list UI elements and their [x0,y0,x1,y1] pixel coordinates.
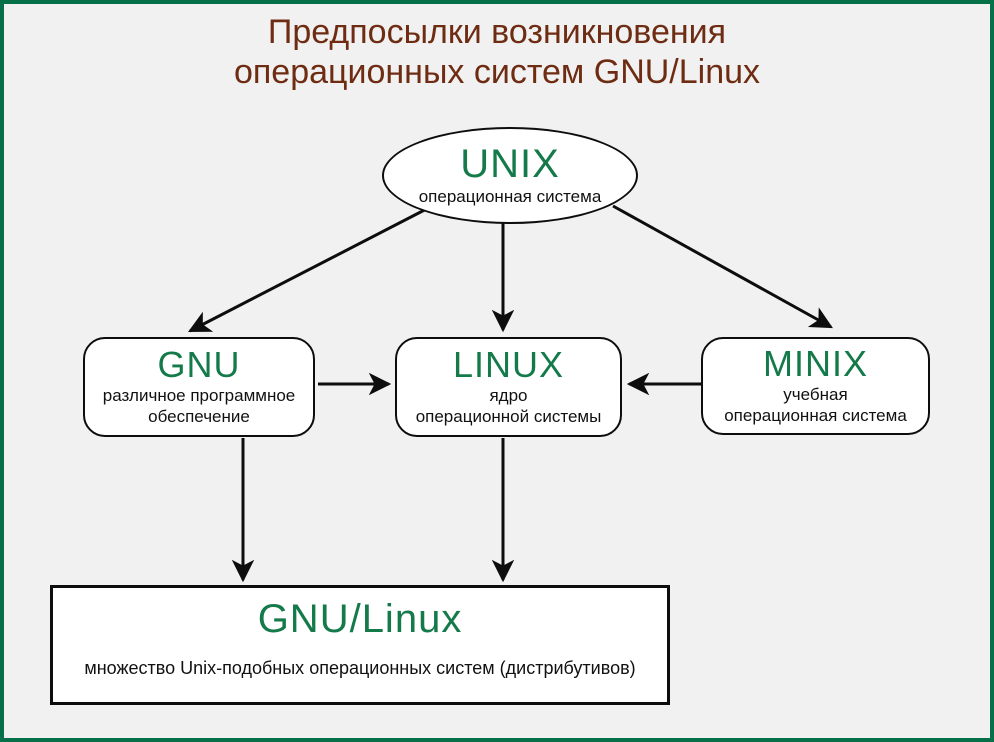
node-minix-subtitle-line1: учебная [783,385,848,405]
node-linux-subtitle-line1: ядро [489,386,528,406]
node-gnulinux-subtitle: множество Unix-подобных операционных сис… [84,658,636,679]
page-title-line1: Предпосылки возникновения [267,13,727,51]
edge-unix-to-minix-arrow [612,204,833,329]
node-unix: UNIX операционная система [382,127,638,224]
edges-layer [188,200,833,583]
node-minix-subtitle: учебная операционная система [724,384,907,427]
page-title: Предпосылки возникновения операционных с… [4,12,990,92]
node-gnu: GNU различное программное обеспечение [83,337,315,437]
page-title-line2: операционных систем GNU/Linux [233,53,761,91]
node-minix-title: MINIX [762,343,868,385]
node-gnu-subtitle-line2: обеспечение [148,407,250,427]
node-minix: MINIX учебная операционная система [701,337,930,435]
edge-unix-to-gnu-arrow [188,200,441,333]
node-unix-subtitle: операционная система [418,187,602,207]
node-unix-title: UNIX [460,142,560,187]
node-gnulinux: GNU/Linux множество Unix-подобных операц… [50,585,670,705]
node-gnulinux-title: GNU/Linux [257,597,463,641]
node-gnu-subtitle-line1: различное программное [102,386,296,406]
node-linux-title: LINUX [452,344,565,386]
node-linux-subtitle-line2: операционной системы [415,407,602,427]
node-linux-subtitle: ядро операционной системы [416,385,602,428]
node-gnu-subtitle: различное программное обеспечение [103,385,296,428]
node-minix-subtitle-line2: операционная система [724,406,907,426]
node-linux: LINUX ядро операционной системы [395,337,622,437]
node-gnu-title: GNU [157,344,241,386]
